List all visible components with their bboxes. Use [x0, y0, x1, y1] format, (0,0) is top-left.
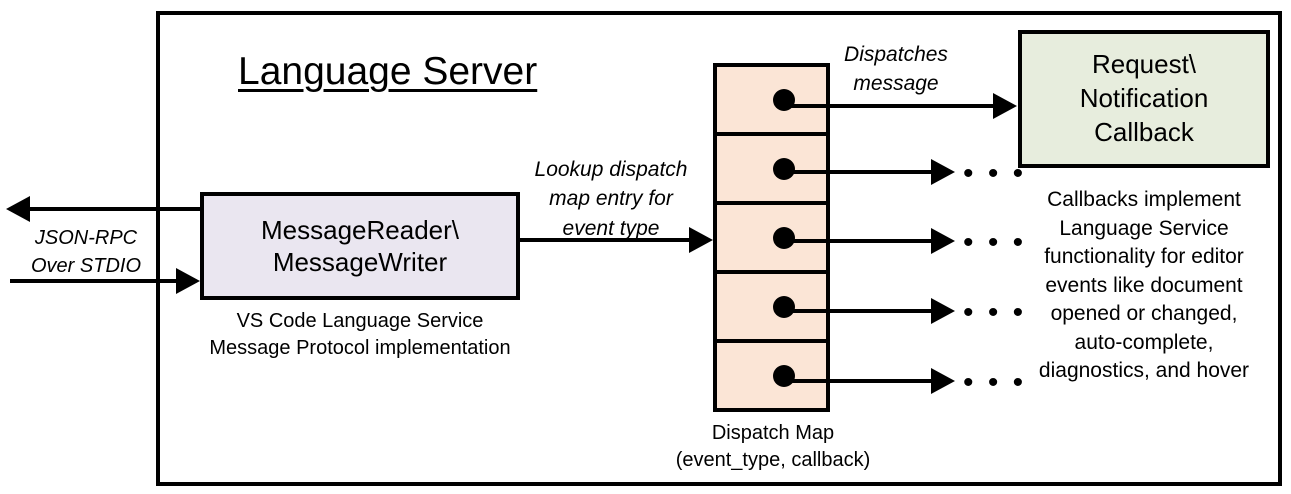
dispatch-arrow-head-1	[993, 93, 1017, 119]
stdio-inbound-line	[10, 279, 180, 283]
ellipsis-row-2: • • •	[963, 157, 1027, 190]
callback-dot-icon	[773, 226, 795, 249]
dispatch-map-row[interactable]	[717, 343, 826, 408]
dispatch-arrow-line-1	[782, 104, 995, 108]
dispatches-label-line1: Dispatches	[844, 43, 948, 66]
lookup-label-line2: map entry for	[549, 187, 673, 211]
message-reader-writer-caption: VS Code Language Service Message Protoco…	[180, 308, 540, 362]
dispatch-arrow-head-4	[931, 298, 955, 324]
message-writer-line: MessageWriter	[272, 247, 448, 277]
language-server-container	[156, 11, 1282, 486]
dispatch-map-caption-line2: (event_type, callback)	[675, 449, 871, 471]
dispatch-map-caption-line1: Dispatch Map	[711, 422, 835, 444]
callback-caption-line6: auto-complete,	[1074, 330, 1214, 354]
dispatch-arrow-line-3	[782, 239, 933, 243]
stdio-label-line1: JSON-RPC	[34, 227, 138, 249]
dispatch-arrow-head-2	[931, 159, 955, 185]
message-reader-writer-box[interactable]: MessageReader\ MessageWriter	[200, 192, 520, 300]
stdio-outbound-line	[30, 207, 202, 211]
dispatch-arrow-line-2	[782, 170, 933, 174]
stdio-inbound-arrowhead	[176, 268, 200, 294]
callback-label-line2: Notification	[1079, 83, 1209, 114]
dispatch-map-caption: Dispatch Map (event_type, callback)	[640, 420, 906, 474]
callback-caption-line1: Callbacks implement	[1047, 188, 1241, 211]
lookup-edge-arrowhead	[689, 227, 713, 253]
dispatch-arrow-head-5	[931, 368, 955, 394]
callback-label-line1: Request\	[1091, 49, 1197, 80]
request-notification-callback-box[interactable]: Request\ Notification Callback	[1018, 30, 1270, 168]
ellipsis-row-5: • • •	[963, 366, 1027, 399]
callback-dot-icon	[773, 364, 795, 387]
dispatch-arrow-line-5	[782, 379, 933, 383]
message-reader-writer-label: MessageReader\ MessageWriter	[261, 214, 459, 279]
ellipsis-row-4: • • •	[963, 296, 1027, 329]
lookup-edge-line	[520, 238, 692, 242]
edge-label-dispatches: Dispatches message	[832, 40, 960, 99]
callback-dot-icon	[773, 295, 795, 318]
lookup-label-line3: event type	[562, 216, 660, 240]
stdio-label-line2: Over STDIO	[30, 255, 141, 277]
callback-description-caption: Callbacks implement Language Service fun…	[1008, 186, 1280, 386]
callback-label-line3: Callback	[1094, 116, 1194, 147]
edge-label-stdio: JSON-RPC Over STDIO	[18, 224, 154, 280]
dispatch-map-row[interactable]	[717, 136, 826, 205]
dispatch-arrow-line-4	[782, 309, 933, 313]
ellipsis-row-3: • • •	[963, 226, 1027, 259]
callback-caption-line2: Language Service	[1059, 216, 1229, 240]
dispatches-label-line2: message	[853, 72, 939, 96]
dispatch-arrow-head-3	[931, 228, 955, 254]
page-title: Language Server	[238, 50, 538, 93]
callback-dot-icon	[773, 157, 795, 180]
callback-caption-line7: diagnostics, and hover	[1038, 359, 1250, 383]
stdio-outbound-arrowhead	[6, 196, 30, 222]
lookup-label-line1: Lookup dispatch	[534, 158, 688, 181]
dispatch-map-table[interactable]	[713, 63, 830, 412]
callback-caption-line4: events like document	[1045, 273, 1243, 297]
dispatch-map-row[interactable]	[717, 67, 826, 136]
callback-caption-line5: opened or changed,	[1050, 302, 1238, 326]
reader-caption-line2: Message Protocol implementation	[209, 337, 511, 359]
message-reader-line: MessageReader\	[261, 214, 459, 245]
edge-label-lookup: Lookup dispatch map entry for event type	[518, 155, 704, 243]
callback-box-label: Request\ Notification Callback	[1080, 48, 1209, 149]
dispatch-map-row[interactable]	[717, 205, 826, 274]
reader-caption-line1: VS Code Language Service	[236, 310, 484, 332]
callback-caption-line3: functionality for editor	[1044, 245, 1244, 269]
